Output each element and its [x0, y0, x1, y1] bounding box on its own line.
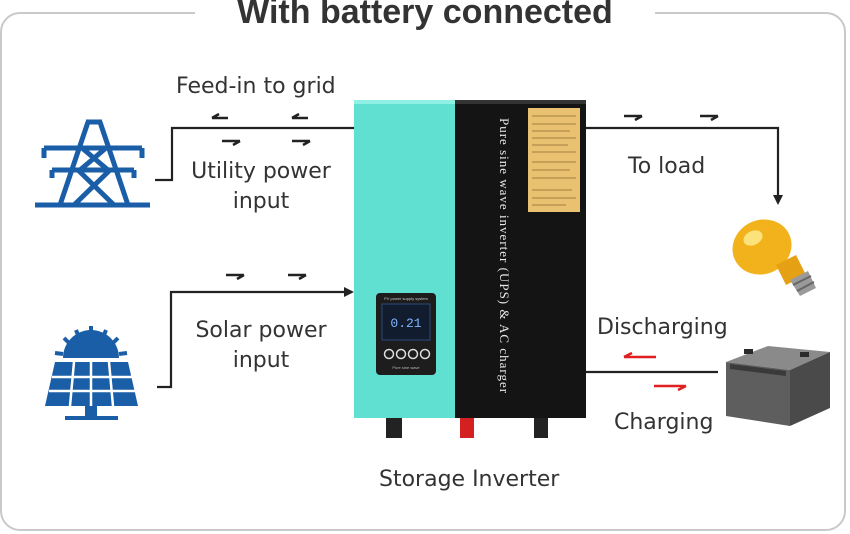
- charge-arrow: [654, 384, 687, 392]
- grid-connection-line: [155, 126, 358, 182]
- discharge-arrow: [623, 351, 656, 359]
- diagram-title: With battery connected: [195, 0, 655, 36]
- inverter-display-reading: 0.21: [390, 316, 421, 331]
- solar-input-arrows: [226, 273, 307, 281]
- solar-panel-icon: [45, 326, 138, 420]
- utility-label-line1: Utility power: [191, 159, 331, 184]
- solar-input-label: Solar power input: [180, 316, 342, 376]
- solar-label-line2: input: [232, 348, 290, 373]
- solar-connection-line: [157, 287, 354, 389]
- to-load-arrows: [624, 114, 719, 122]
- transmission-tower-icon: [35, 119, 150, 208]
- solar-label-line1: Solar power: [195, 318, 327, 343]
- utility-input-arrows: [222, 139, 311, 147]
- utility-label-line2: input: [232, 189, 290, 214]
- storage-inverter-label: Storage Inverter: [379, 467, 560, 492]
- inverter-brand-text: Pure sine wave: [392, 365, 420, 370]
- utility-input-label: Utility power input: [176, 157, 346, 217]
- discharging-label: Discharging: [597, 315, 728, 340]
- storage-inverter-image: [354, 100, 586, 438]
- feed-in-label: Feed-in to grid: [176, 74, 336, 99]
- inverter-display-header: PV power supply system: [384, 296, 428, 301]
- load-connection-line: [586, 126, 783, 205]
- light-bulb-icon: [732, 219, 816, 296]
- to-load-label: To load: [628, 154, 706, 179]
- inverter-side-text: Pure sine wave inverter (UPS) & AC charg…: [497, 118, 512, 394]
- battery-icon: [726, 346, 830, 426]
- feed-in-arrows: [211, 112, 308, 120]
- charging-label: Charging: [614, 410, 714, 435]
